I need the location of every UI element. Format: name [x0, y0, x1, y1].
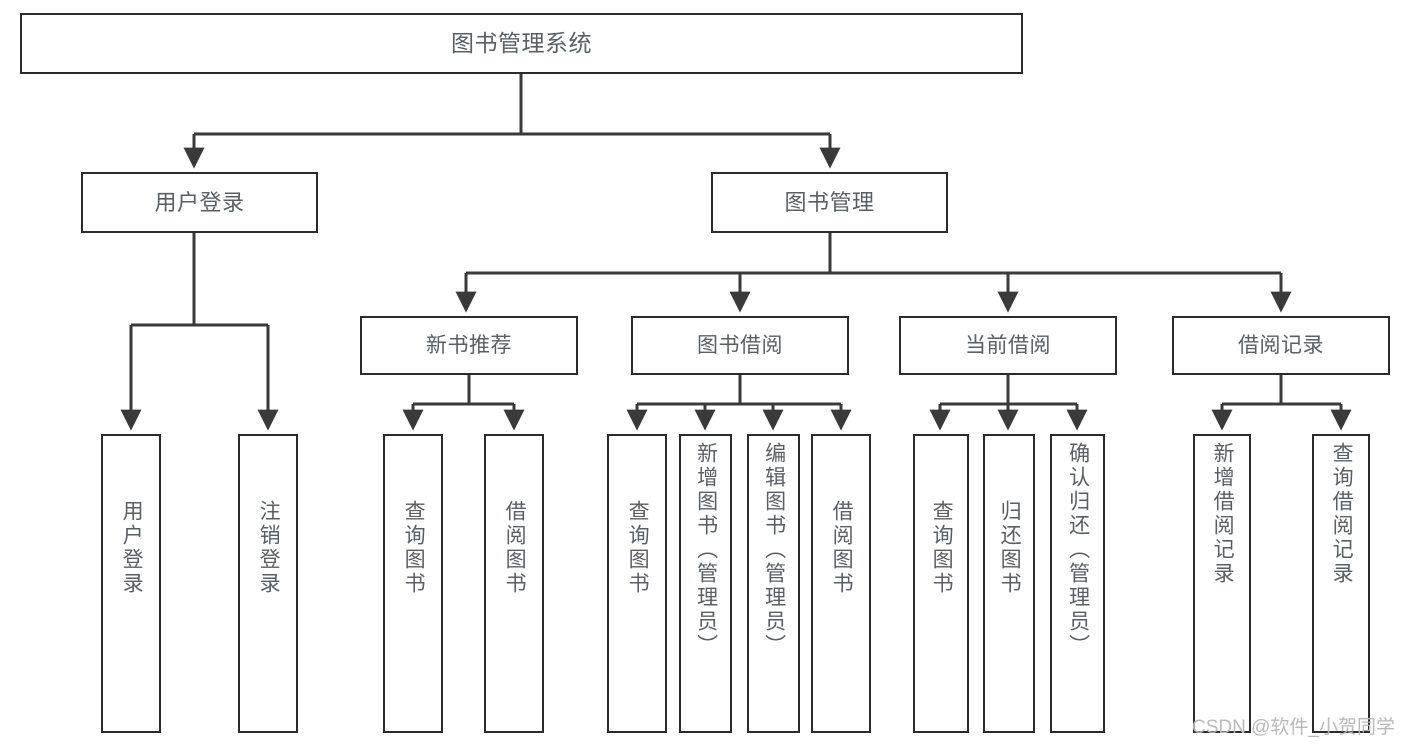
node-new-book-recommend[interactable]: 新书推荐 [360, 316, 578, 375]
leaf-add-book-admin[interactable]: 新增图书（管理员） [679, 434, 732, 733]
leaf-add-borrow-record[interactable]: 新增借阅记录 [1193, 434, 1251, 733]
leaf-edit-book-admin[interactable]: 编辑图书（管理员） [747, 434, 800, 733]
node-root-label: 图书管理系统 [451, 30, 592, 56]
node-borrow-record[interactable]: 借阅记录 [1172, 316, 1390, 375]
leaf-add-book-admin-label: 新增图书（管理员） [694, 442, 718, 658]
leaf-logout-label: 注销登录 [257, 500, 281, 596]
node-book-management[interactable]: 图书管理 [711, 172, 948, 233]
leaf-return-book-label: 归还图书 [998, 500, 1022, 596]
node-current-borrow[interactable]: 当前借阅 [899, 316, 1117, 375]
node-borrow-record-label: 借阅记录 [1238, 334, 1324, 357]
leaf-query-book-recommend-label: 查询图书 [402, 500, 426, 596]
leaf-query-borrow-record-label: 查询借阅记录 [1330, 442, 1354, 586]
leaf-user-login-label: 用户登录 [120, 500, 144, 596]
leaf-query-book-current[interactable]: 查询图书 [913, 434, 969, 733]
csdn-watermark: CSDN @软件_小贺同学 [1192, 717, 1395, 738]
leaf-borrow-book-recommend-label: 借阅图书 [503, 500, 527, 596]
leaf-edit-book-admin-label: 编辑图书（管理员） [762, 442, 786, 658]
node-root[interactable]: 图书管理系统 [20, 13, 1023, 74]
node-book-borrow[interactable]: 图书借阅 [631, 316, 849, 375]
leaf-borrow-book-recommend[interactable]: 借阅图书 [484, 434, 544, 733]
leaf-user-login[interactable]: 用户登录 [101, 434, 161, 733]
leaf-confirm-return-admin[interactable]: 确认归还（管理员） [1050, 434, 1105, 733]
leaf-query-book-current-label: 查询图书 [930, 500, 954, 596]
leaf-query-book-recommend[interactable]: 查询图书 [383, 434, 443, 733]
node-book-management-label: 图书管理 [784, 189, 875, 215]
leaf-logout[interactable]: 注销登录 [238, 434, 298, 733]
node-user-login[interactable]: 用户登录 [81, 172, 318, 233]
node-book-borrow-label: 图书借阅 [697, 334, 783, 357]
leaf-query-borrow-record[interactable]: 查询借阅记录 [1312, 434, 1370, 733]
leaf-add-borrow-record-label: 新增借阅记录 [1211, 442, 1235, 586]
leaf-query-book-borrow-label: 查询图书 [626, 500, 650, 596]
leaf-borrow-book-borrow[interactable]: 借阅图书 [811, 434, 871, 733]
leaf-borrow-book-borrow-label: 借阅图书 [830, 500, 854, 596]
leaf-query-book-borrow[interactable]: 查询图书 [607, 434, 667, 733]
node-current-borrow-label: 当前借阅 [965, 334, 1051, 357]
leaf-confirm-return-admin-label: 确认归还（管理员） [1066, 442, 1090, 658]
leaf-return-book[interactable]: 归还图书 [983, 434, 1035, 733]
node-user-login-label: 用户登录 [154, 189, 245, 215]
node-new-book-recommend-label: 新书推荐 [426, 334, 512, 357]
